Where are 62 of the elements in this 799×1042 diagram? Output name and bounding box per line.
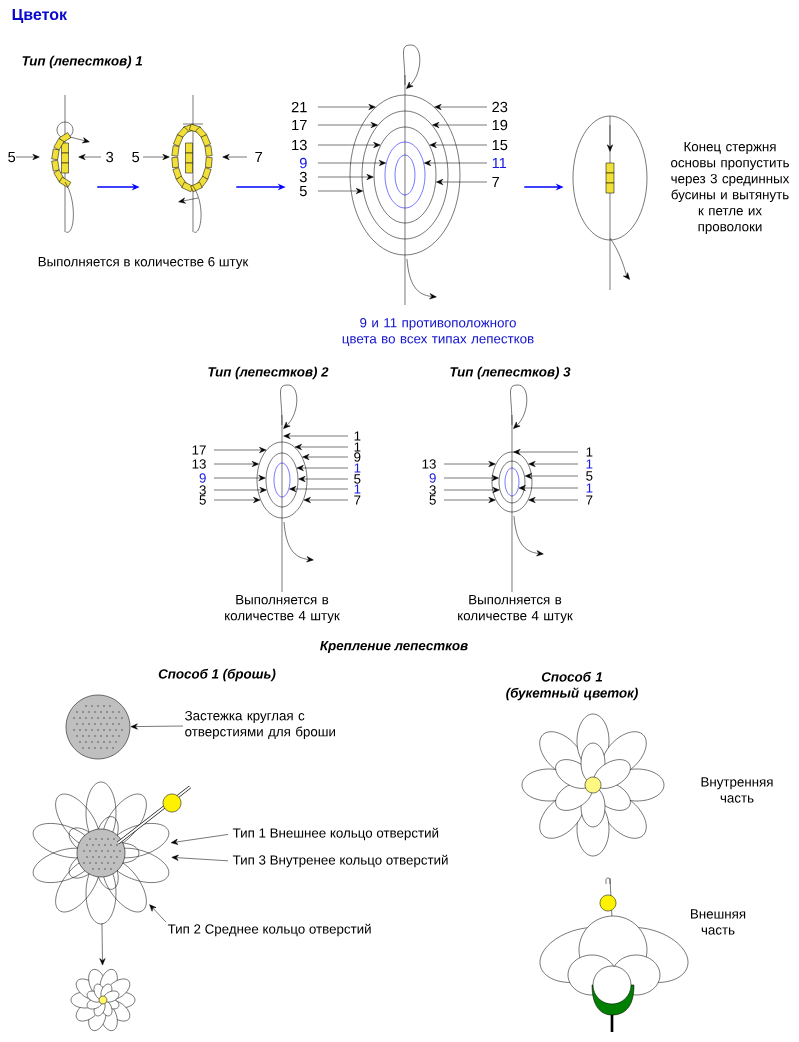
bead-count: 13 [422, 459, 436, 469]
arrow [149, 904, 167, 923]
bead-count: 1 [586, 459, 593, 469]
bead-count: 13 [192, 459, 206, 469]
flower-drawing [32, 781, 191, 925]
bead-count: 9 [199, 473, 206, 483]
arrow [99, 923, 106, 966]
flower-drawing [70, 969, 136, 1031]
bead-count: 17 [292, 120, 307, 131]
section-heading: Способ 1 (брошь) [158, 668, 276, 682]
bead-count: 9 [429, 473, 436, 483]
bead-count: 7 [354, 495, 361, 505]
instruction-text: Выполняется в количестве 4 штук [458, 595, 573, 623]
bead-count: 3 [199, 485, 206, 495]
instruction-text: Внешняя часть [691, 909, 746, 935]
bead-count: 23 [492, 101, 508, 113]
bead-count: 5 [299, 185, 307, 197]
bead-count: 11 [492, 158, 507, 169]
callout-text: Тип 1 Внешнее кольцо отверстий [232, 827, 439, 841]
bead-count: 1 [354, 484, 361, 494]
bead-count: 7 [586, 495, 593, 505]
bead-count: 7 [492, 177, 499, 188]
instruction-text: Выполняется в количестве 4 штук [225, 595, 340, 623]
bead-count: 5 [354, 474, 361, 484]
bead-count: 21 [291, 101, 307, 113]
instruction-text: Внутренняя часть [701, 777, 773, 803]
section-heading: Тип (лепестков) 2 [208, 366, 329, 380]
bead-count: 9 [299, 157, 307, 169]
section-heading: Тип (лепестков) 3 [450, 366, 571, 380]
arrow [130, 723, 184, 730]
section-heading: Крепление лепестков [320, 641, 468, 653]
arrow [170, 834, 229, 845]
bead-count: 9 [354, 452, 361, 462]
section-heading: Тип (лепестков) 1 [22, 55, 142, 69]
callout-text: Тип 2 Среднее кольцо отверстий [167, 923, 371, 937]
bead-count: 7 [255, 151, 262, 163]
arrow [171, 854, 229, 862]
bead-count: 3 [429, 485, 436, 495]
bead-count: 19 [492, 119, 508, 131]
bead-count: 1 [586, 483, 593, 493]
callout-text: Тип 3 Внутренее кольцо отверстий [232, 854, 448, 868]
note-text: 9 и 11 противоположного цвета во всех типах лепестков [342, 318, 534, 346]
bead-count: 15 [492, 139, 508, 151]
bead-count: 13 [292, 139, 307, 151]
bead-count: 3 [299, 171, 307, 183]
bead-count: 5 [429, 495, 436, 505]
instruction-text: Конец стержня основы пропустить через 3 срединных бусины и вытянуть к петле их проволоки [671, 142, 790, 234]
bead-count: 5 [199, 495, 206, 505]
instruction-text: Выполняется в количестве 6 штук [38, 256, 249, 270]
clasp-drawing [65, 694, 131, 760]
bead-count: 17 [192, 445, 206, 455]
bead-count: 5 [8, 151, 16, 163]
bead-count: 1 [354, 463, 361, 473]
bead-count: 5 [586, 471, 593, 481]
bead-count: 5 [132, 151, 140, 163]
section-heading: Способ 1 (букетный цветок) [506, 671, 638, 701]
callout-text: Застежка круглая с отверстиями для броши [185, 710, 335, 740]
bead-count: 1 [586, 447, 593, 457]
title: Цветок [12, 8, 67, 24]
bead-count: 1 [354, 431, 361, 441]
bead-count: 3 [106, 151, 114, 163]
bead-count: 1 [354, 442, 361, 452]
